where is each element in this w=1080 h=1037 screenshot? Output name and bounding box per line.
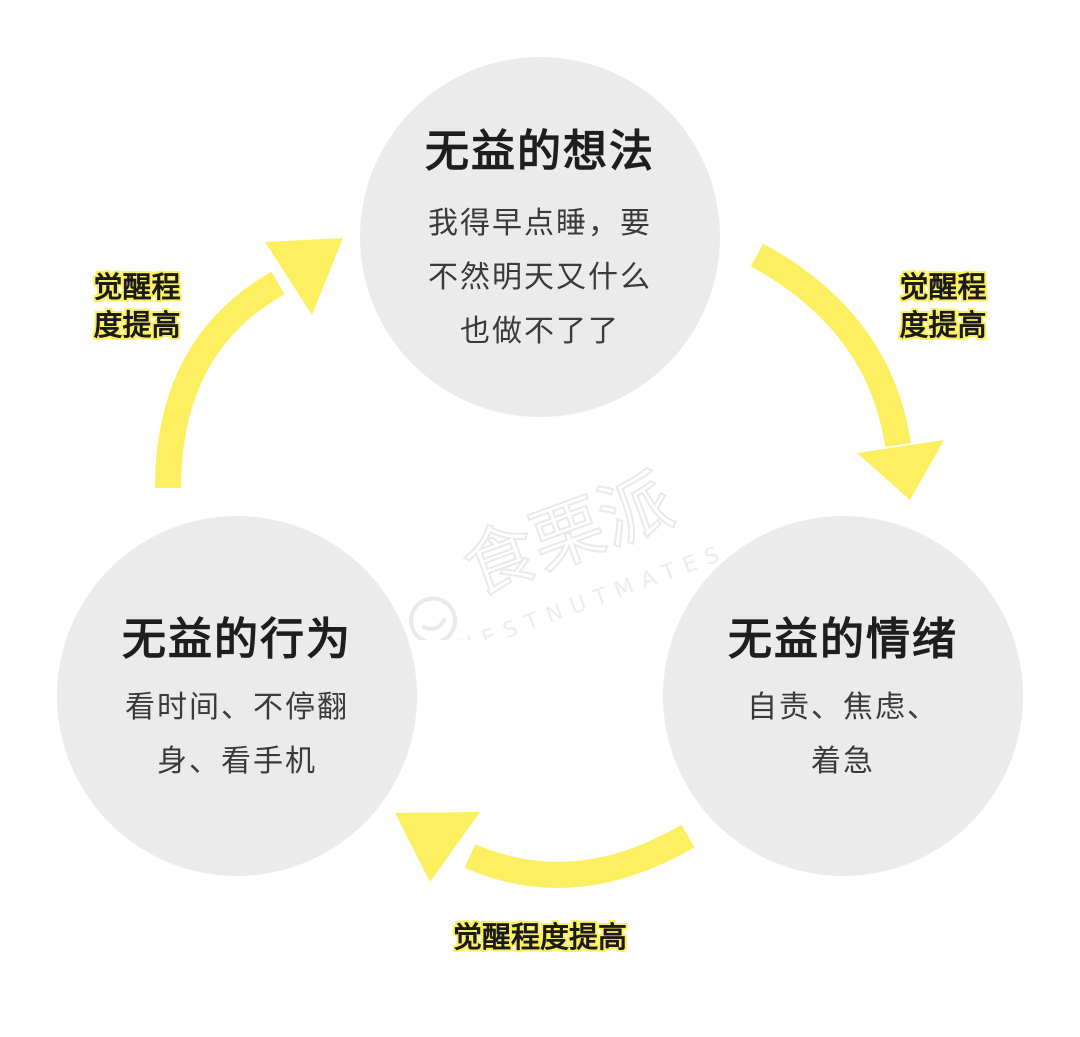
arrowhead-bottom (395, 812, 480, 882)
watermark-logo: 食栗派 CHESTNUTMATES (409, 457, 731, 640)
arrow-label-bottom: 觉醒程度提高 (452, 920, 627, 954)
node-title: 无益的想法 (425, 126, 655, 177)
arrow-right-to-left (464, 824, 695, 888)
node-description: 自责、焦虑、 着急 (747, 690, 939, 779)
node-description: 看时间、不停翻 身、看手机 (125, 690, 349, 779)
node-unhelpful-behaviors: 无益的行为 看时间、不停翻 身、看手机 (57, 516, 417, 876)
node-unhelpful-thoughts: 无益的想法 我得早点睡，要 不然明天又什么 也做不了了 (360, 57, 720, 417)
watermark-chestnut-icon (409, 596, 458, 640)
arrow-left-to-top (155, 271, 285, 489)
node-description: 我得早点睡，要 不然明天又什么 也做不了了 (428, 206, 652, 349)
arrowhead-left (265, 238, 343, 315)
arrow-top-to-right (750, 243, 911, 448)
node-unhelpful-emotions: 无益的情绪 自责、焦虑、 着急 (663, 516, 1023, 876)
node-title: 无益的情绪 (728, 614, 958, 665)
arrow-label-right: 觉醒程 度提高 (899, 270, 987, 342)
arrow-label-left: 觉醒程 度提高 (93, 270, 181, 342)
arrowhead-right (857, 440, 944, 500)
node-title: 无益的行为 (122, 614, 352, 665)
